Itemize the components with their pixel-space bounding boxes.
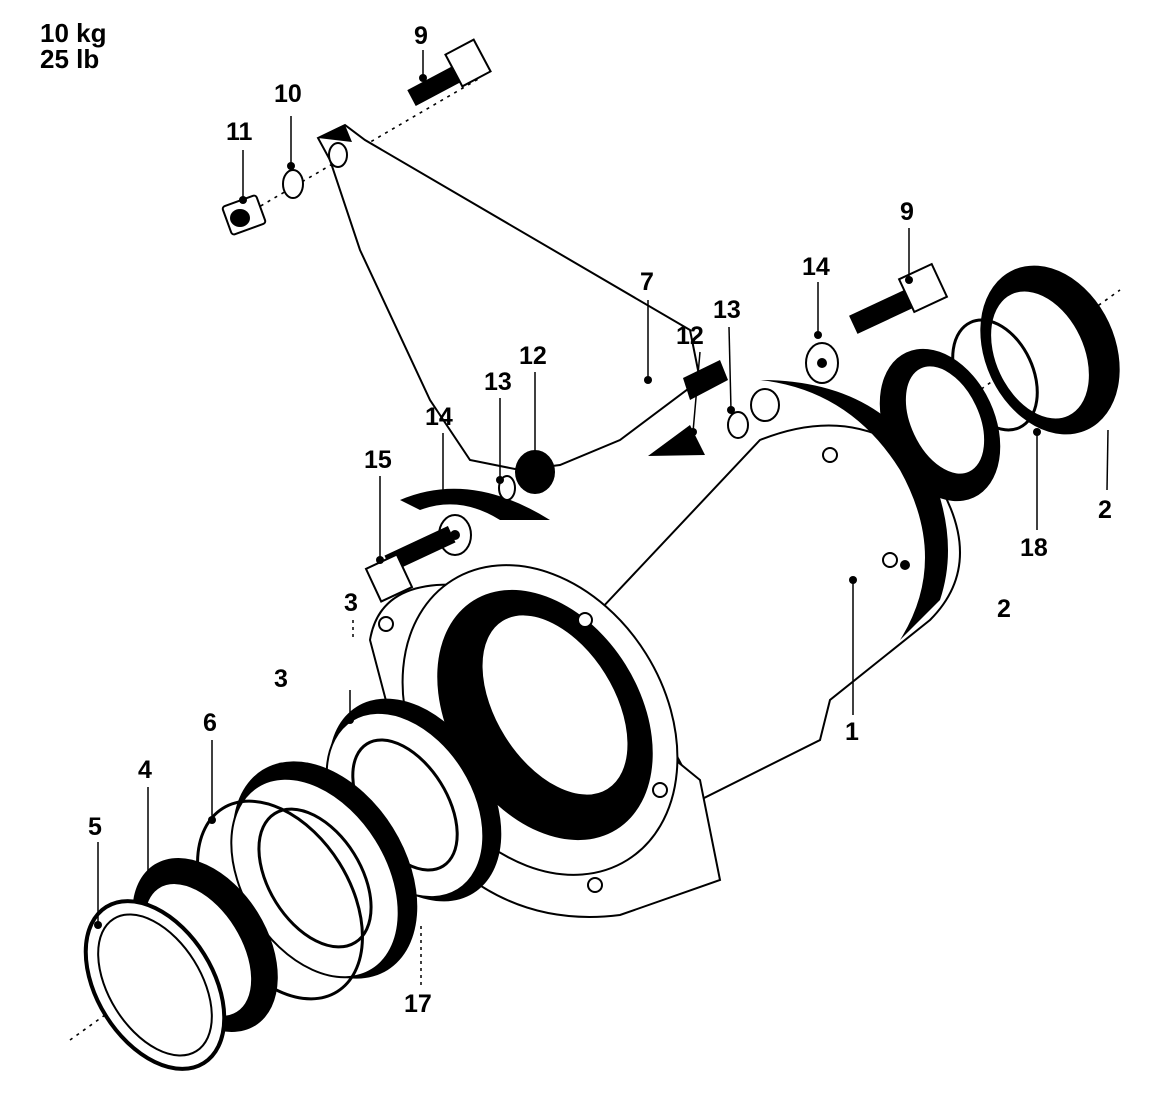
callout-4: 4 <box>138 756 152 784</box>
callout-17: 17 <box>404 990 432 1018</box>
callout-18: 18 <box>1020 534 1048 562</box>
right-bolt-9 <box>849 262 949 334</box>
callout-2-seal: 2 <box>1098 496 1112 524</box>
weight-imperial: 25 lb <box>40 44 100 74</box>
callout-3-bearing: 3 <box>344 589 358 617</box>
callout-15: 15 <box>364 446 392 474</box>
callout-14-center: 14 <box>425 403 453 431</box>
callout-13-right: 13 <box>713 296 741 324</box>
callout-7: 7 <box>640 268 654 296</box>
nut-12 <box>515 450 555 494</box>
upper-washer-10 <box>282 169 304 199</box>
callout-5: 5 <box>88 813 102 841</box>
callout-6: 6 <box>203 709 217 737</box>
leader-dots <box>94 74 1041 929</box>
callout-14-right: 14 <box>802 253 830 281</box>
leader-lines <box>97 50 1109 985</box>
left-bearing-17 <box>230 761 418 979</box>
right-bearing <box>879 348 1001 502</box>
callout-12-center: 12 <box>519 342 547 370</box>
weight-metric: 10 kg <box>40 18 107 48</box>
callout-11: 11 <box>226 118 253 146</box>
left-ring-5 <box>83 899 227 1071</box>
upper-bolt-9 <box>407 38 492 107</box>
right-washer-14 <box>805 342 839 384</box>
callout-1: 1 <box>845 718 859 746</box>
callout-3-group: 3 <box>274 665 288 693</box>
callout-13-center: 13 <box>484 368 512 396</box>
callout-10: 10 <box>274 80 302 108</box>
callout-9-right: 9 <box>900 198 914 226</box>
torque-arm <box>316 123 728 520</box>
callout-2-group: 2 <box>997 595 1011 623</box>
callout-12-right: 12 <box>676 322 704 350</box>
right-nut-12-washer-13 <box>727 388 780 439</box>
right-seal-2 <box>980 265 1120 435</box>
upper-nut-11 <box>221 194 267 236</box>
callout-9-upper: 9 <box>414 22 428 50</box>
